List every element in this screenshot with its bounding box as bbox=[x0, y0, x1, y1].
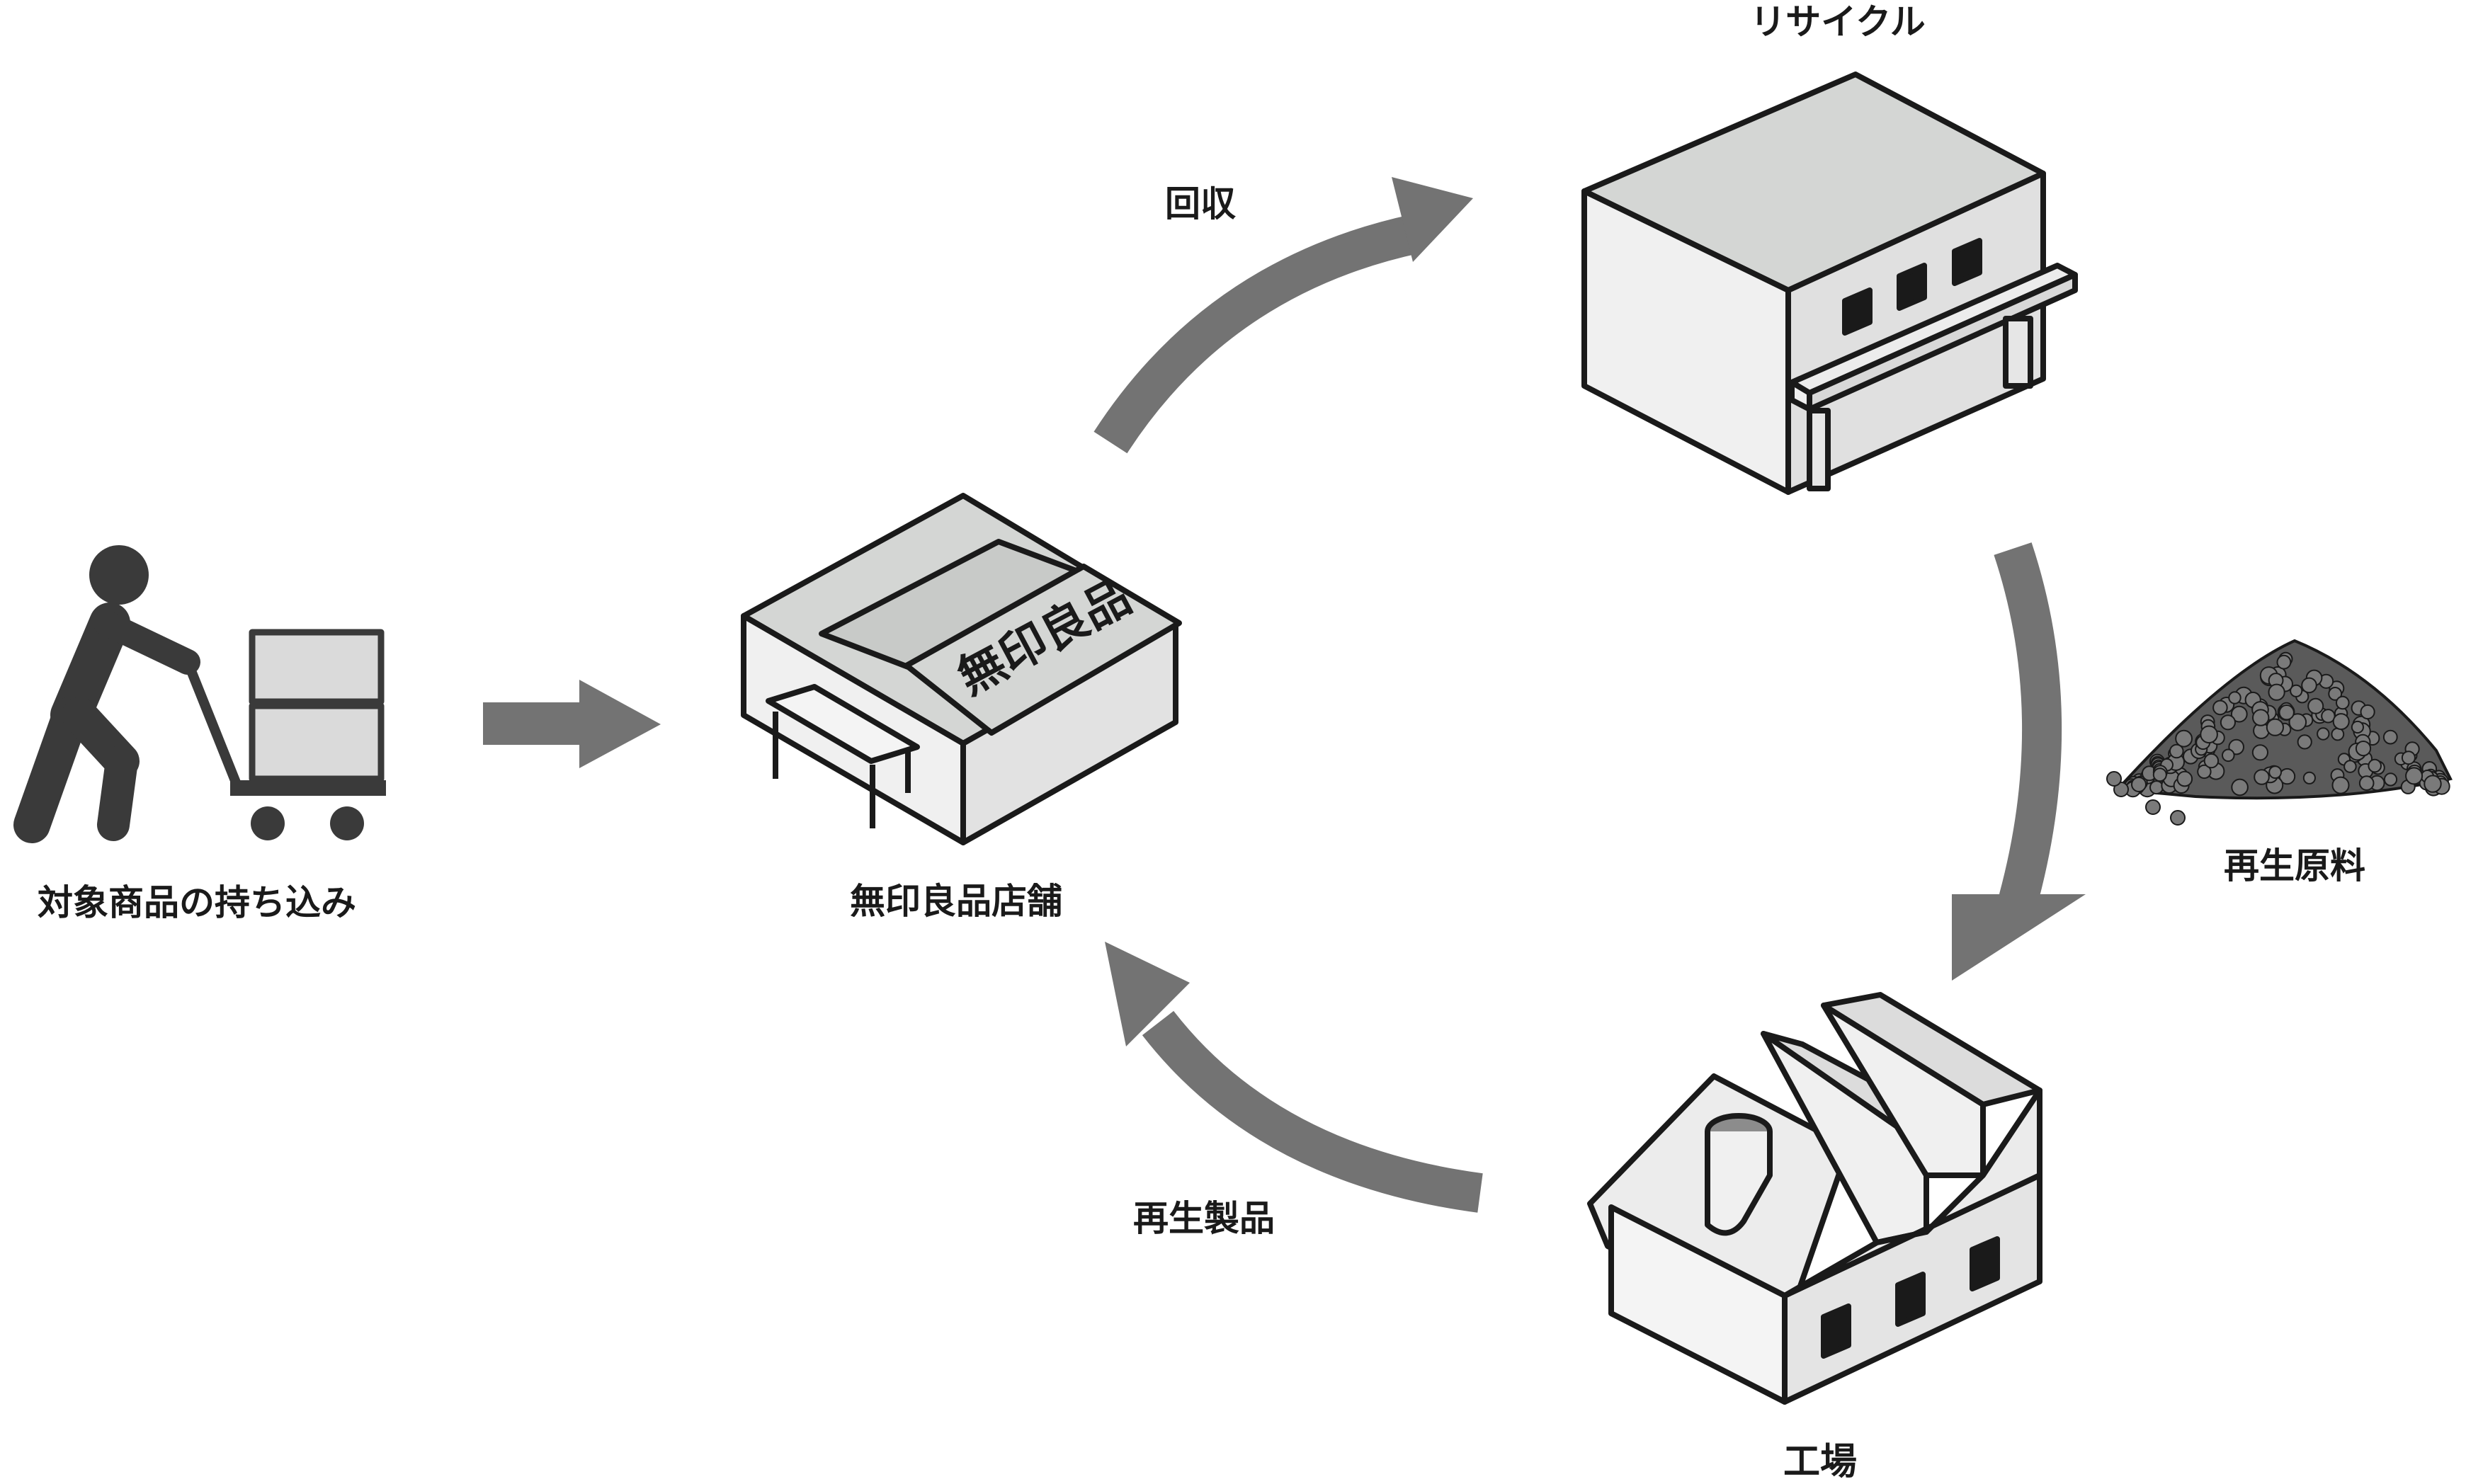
label-recycle: リサイクル bbox=[1750, 1, 1926, 42]
arrow-collect-head bbox=[1392, 177, 1473, 262]
label-store: 無印良品店舗 bbox=[850, 881, 1062, 922]
arrow-products bbox=[1142, 1010, 1483, 1213]
label-customer: 対象商品の持ち込み bbox=[38, 882, 356, 923]
label-product: 再生製品 bbox=[1133, 1198, 1275, 1239]
store-building-icon bbox=[741, 493, 1182, 845]
label-material: 再生原料 bbox=[2224, 845, 2365, 886]
arrow-products-head bbox=[1105, 942, 1190, 1046]
factory-icon bbox=[1587, 992, 2042, 1405]
pellet-pile-icon bbox=[2106, 639, 2453, 826]
label-collect: 回収 bbox=[1165, 183, 1236, 224]
recycling-facility-icon bbox=[1581, 72, 2078, 495]
arrow-to-factory-head bbox=[1952, 894, 2086, 981]
arrow-to-store bbox=[483, 680, 661, 768]
person-with-cart-icon bbox=[13, 545, 386, 843]
label-factory: 工場 bbox=[1783, 1441, 1857, 1483]
arrow-to-factory bbox=[1994, 542, 2062, 905]
arrow-collect bbox=[1093, 214, 1421, 454]
